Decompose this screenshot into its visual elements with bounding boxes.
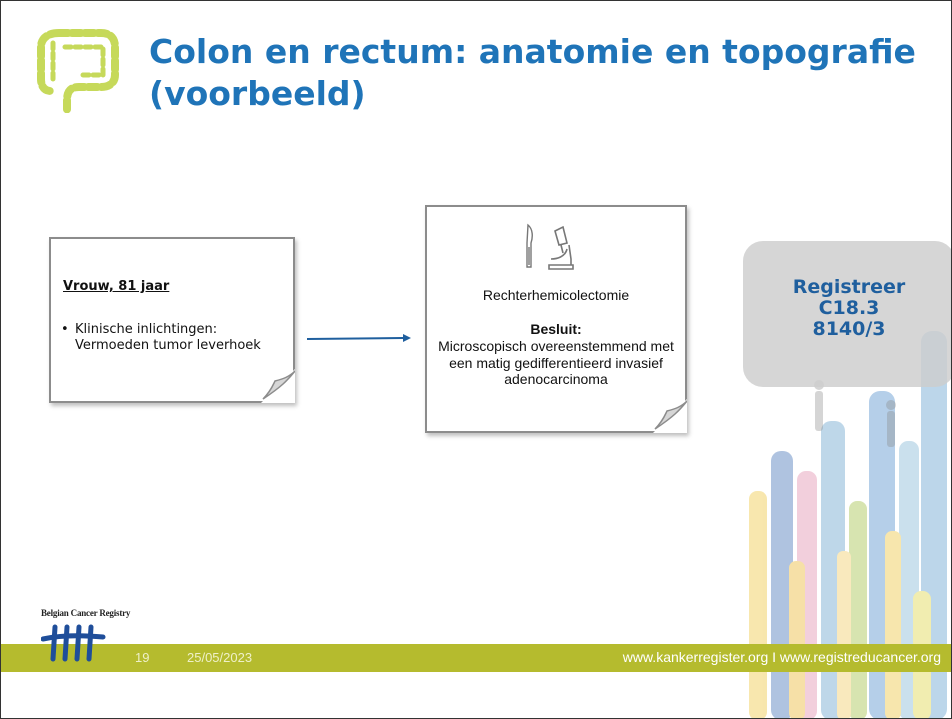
- page-curl-icon: [261, 369, 295, 403]
- scalpel-icon: [526, 223, 533, 268]
- register-line-3: 8140/3: [812, 318, 886, 340]
- slide-date: 25/05/2023: [187, 650, 253, 665]
- page-curl-icon: [653, 399, 687, 433]
- bullet-icon: •: [61, 322, 69, 337]
- clinical-info: Klinische inlichtingen: Vermoeden tumor …: [75, 322, 261, 353]
- register-codes: Registreer C18.3 8140/3: [743, 276, 951, 340]
- slide-title: Colon en rectum: anatomie en topografie …: [149, 32, 916, 113]
- page-number: 19: [135, 650, 150, 665]
- footer-urls: www.kankerregister.org I www.registreduc…: [622, 649, 941, 665]
- belgian-cancer-registry-logo: [41, 624, 106, 662]
- footer-bar: [1, 644, 951, 672]
- register-box: Registreer C18.3 8140/3: [743, 241, 951, 387]
- procedure-name: Rechterhemicolectomie: [482, 287, 630, 303]
- pathology-note: Rechterhemicolectomie Besluit: Microscop…: [425, 205, 687, 433]
- org-name: Belgian Cancer Registry: [41, 608, 131, 618]
- patient-note: Vrouw, 81 jaar • Klinische inlichtingen:…: [49, 237, 295, 403]
- verdict-label: Besluit:: [530, 321, 582, 337]
- register-line-2: C18.3: [818, 297, 880, 319]
- verdict-text: Microscopisch overeenstemmend met een ma…: [438, 338, 674, 387]
- patient-heading: Vrouw, 81 jaar: [63, 279, 170, 294]
- colon-icon: [37, 29, 119, 113]
- scalpel-microscope-icon: [526, 223, 574, 270]
- microscope-icon: [548, 225, 574, 270]
- flow-arrow: [307, 334, 411, 342]
- register-line-1: Registreer: [792, 276, 906, 298]
